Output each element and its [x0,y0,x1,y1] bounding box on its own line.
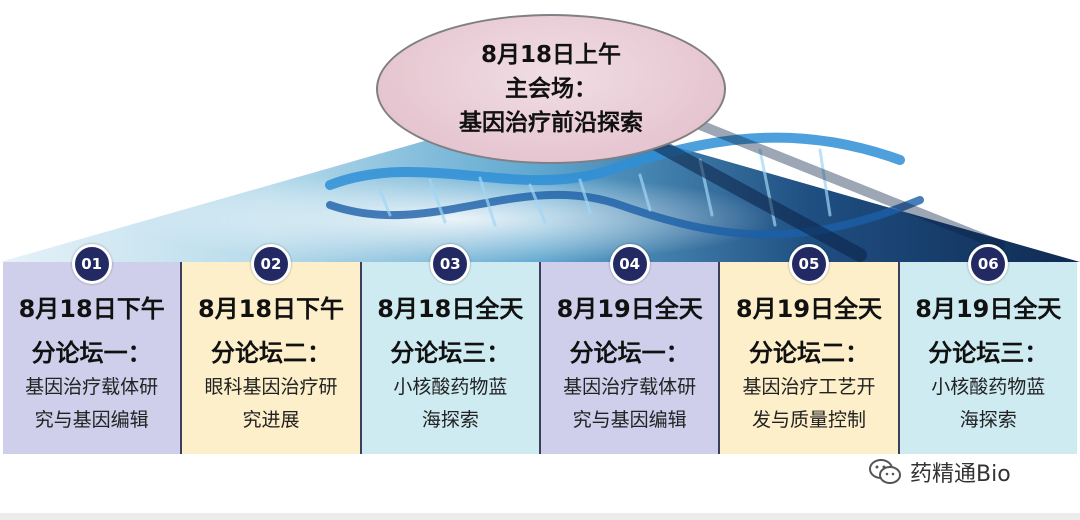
session-forum: 分论坛一： [31,339,152,367]
roof-banner [0,108,1080,262]
session-date: 8月18日全天 [377,295,524,323]
session-card-04: 04 8月19日全天 分论坛一： 基因治疗载体研 究与基因编辑 [538,244,719,454]
session-date: 8月19日全天 [556,295,703,323]
bottom-bar [0,513,1080,520]
session-forum: 分论坛三： [928,339,1049,367]
session-number-badge: 05 [788,244,829,284]
session-date: 8月19日全天 [735,295,883,323]
session-date: 8月18日下午 [18,295,165,323]
session-topic-line2: 究进展 [242,409,300,431]
session-forum: 分论坛三： [390,339,511,367]
session-card-06: 06 8月19日全天 分论坛三： 小核酸药物蓝 海探索 [897,244,1077,454]
session-number-badge: 02 [250,244,291,284]
session-topic-line1: 基因治疗载体研 [563,376,697,398]
session-forum: 分论坛一： [569,339,690,367]
session-card-05: 05 8月19日全天 分论坛二： 基因治疗工艺开 发与质量控制 [718,244,898,454]
session-topic-line1: 基因治疗工艺开 [742,376,876,398]
session-topic-line2: 究与基因编辑 [572,409,687,431]
session-forum: 分论坛二： [748,339,869,367]
main-session-topic: 基因治疗前沿探索 [459,110,643,136]
session-topic-line2: 海探索 [959,409,1017,431]
session-topic-line1: 小核酸药物蓝 [393,376,508,398]
session-card-03: 03 8月18日全天 分论坛三： 小核酸药物蓝 海探索 [359,244,539,454]
session-card-01: 01 8月18日下午 分论坛一： 基因治疗载体研 究与基因编辑 [3,244,181,454]
dna-helix-graphic [325,120,1005,262]
session-forum: 分论坛二： [210,339,331,367]
session-topic-line1: 小核酸药物蓝 [931,376,1046,398]
main-session-bubble: 8月18日上午 主会场： 基因治疗前沿探索 [376,14,726,164]
session-topic-line2: 海探索 [421,409,479,431]
session-date: 8月19日全天 [915,295,1062,323]
session-number-badge: 04 [609,244,650,284]
watermark: 药精通Bio [868,452,1011,492]
session-card-02: 02 8月18日下午 分论坛二： 眼科基因治疗研 究进展 [180,244,360,454]
watermark-text: 药精通Bio [910,462,1011,487]
session-cards: 01 8月18日下午 分论坛一： 基因治疗载体研 究与基因编辑 02 8月18日… [3,244,1077,454]
main-session-venue: 主会场： [505,76,597,102]
wechat-icon [869,459,901,484]
session-date: 8月18日下午 [197,295,345,323]
session-topic-line2: 发与质量控制 [751,409,866,431]
session-number-badge: 01 [71,244,112,284]
session-number-badge: 03 [430,244,471,284]
session-number-badge: 06 [968,244,1009,284]
session-topic-line2: 究与基因编辑 [34,409,149,431]
session-topic-line1: 基因治疗载体研 [25,376,159,398]
main-session-date: 8月18日上午 [480,42,621,68]
session-topic-line1: 眼科基因治疗研 [204,376,338,398]
